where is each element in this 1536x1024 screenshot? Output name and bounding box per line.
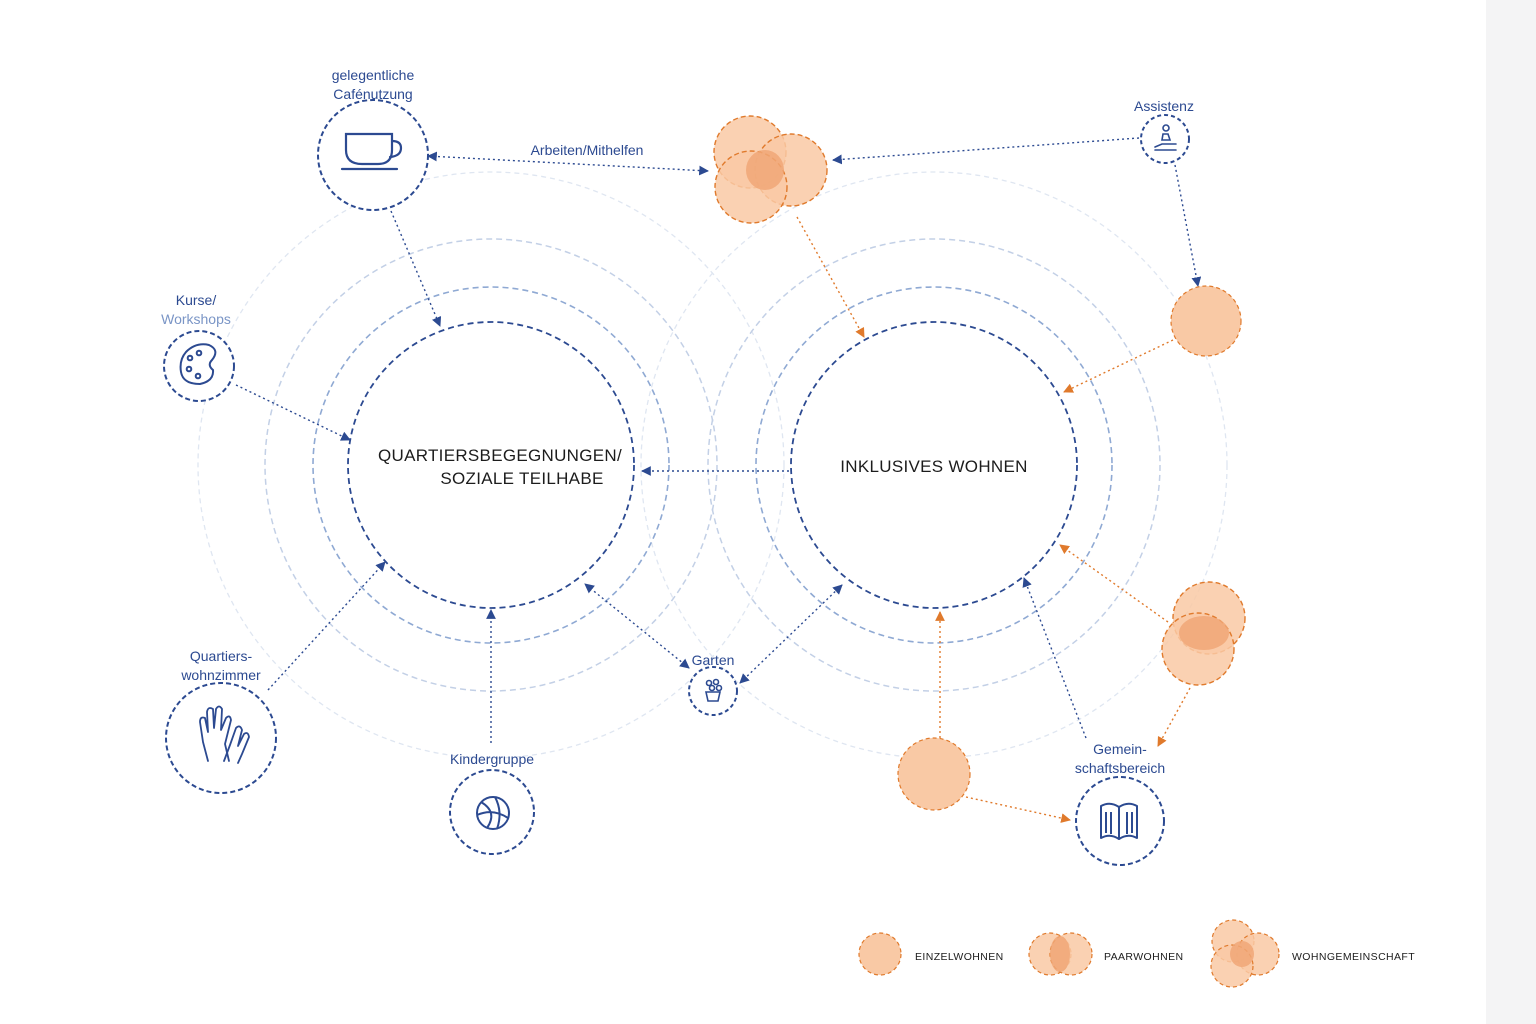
kurse-circle <box>163 330 235 402</box>
edge-cafe-housing <box>427 151 709 176</box>
node-assistenz: Assistenz <box>1134 98 1194 164</box>
blue-connections <box>235 137 1202 743</box>
cafe-circle <box>317 99 429 211</box>
paar-overlap <box>1179 616 1229 650</box>
right-ring-3 <box>755 286 1113 644</box>
left-hub-title-line2: SOZIALE TEILHABE <box>440 469 603 488</box>
legend-einzel-label: EINZELWOHNEN <box>915 951 1004 963</box>
right-hub-circle <box>790 321 1078 609</box>
open-book-icon <box>1100 802 1138 840</box>
kinder-label: Kindergruppe <box>450 751 534 767</box>
left-hub-circle <box>347 321 635 609</box>
right-ring-2 <box>707 238 1161 692</box>
right-hub-title: INKLUSIVES WOHNEN <box>840 457 1027 476</box>
quartier-label-line2: wohnzimmer <box>180 667 261 683</box>
quartier-circle <box>165 682 277 794</box>
left-ring-2 <box>264 238 718 692</box>
edge-wg-right-hub <box>796 216 865 338</box>
garten-label: Garten <box>692 652 735 668</box>
potted-plant-icon <box>705 678 723 702</box>
right-edge-strip <box>1486 0 1536 1024</box>
node-gemein: Gemein- schaftsbereich <box>1075 741 1165 866</box>
edge-quartier-left-hub <box>267 561 386 691</box>
left-ring-3 <box>312 286 670 644</box>
edge-paar-right-hub <box>1059 544 1169 623</box>
edge-einzel2-gemein <box>965 796 1071 823</box>
kurse-label-line2: Workshops <box>161 311 231 327</box>
coffee-cup-icon <box>340 132 403 171</box>
edge-assistenz-housing <box>832 137 1140 165</box>
edge-garten-right-hub <box>739 584 843 684</box>
housing-einzel-2 <box>897 737 971 811</box>
legend-paar-swatch <box>1028 932 1093 976</box>
gemein-label-line1: Gemein- <box>1093 741 1147 757</box>
quartier-label-line1: Quartiers- <box>190 648 253 664</box>
edge-einzel-right-hub <box>1063 339 1174 393</box>
node-quartier: Quartiers- wohnzimmer <box>165 648 277 794</box>
cafe-label-line2: Cafénutzung <box>333 86 412 102</box>
gemein-label-line2: schaftsbereich <box>1075 760 1165 776</box>
ball-icon <box>476 796 510 830</box>
assistenz-label: Assistenz <box>1134 98 1194 114</box>
legend-wg-label: WOHNGEMEINSCHAFT <box>1292 951 1415 963</box>
high-five-hands-icon <box>199 705 250 764</box>
node-garten: Garten <box>688 652 738 716</box>
edge-cafe-left-hub <box>390 210 442 327</box>
edge-gemein-right-hub <box>1022 577 1087 739</box>
cafe-label-line1: gelegentliche <box>332 67 415 83</box>
housing-wg-cluster <box>713 115 828 224</box>
helping-hand-icon <box>1154 124 1177 151</box>
edge-paar-gemein <box>1157 687 1191 747</box>
left-hub-title-line1: QUARTIERSBEGEGNUNGEN/ <box>378 446 622 465</box>
arbeiten-label: Arbeiten/Mithelfen <box>531 142 644 158</box>
orange-connections <box>796 216 1191 823</box>
node-kurse: Kurse/ Workshops <box>161 292 235 402</box>
housing-einzel-1 <box>1170 285 1242 357</box>
legend: EINZELWOHNEN PAARWOHNEN WOHNGEMEINSCHAFT <box>858 919 1415 988</box>
paint-palette-icon <box>179 343 217 386</box>
edge-garten-left-hub <box>584 583 690 669</box>
legend-einzel-swatch <box>858 932 902 976</box>
wg-overlap <box>746 150 784 190</box>
node-cafe: gelegentliche Cafénutzung <box>317 67 429 211</box>
edge-assistenz-einzel <box>1174 164 1202 287</box>
housing-paar-cluster <box>1161 581 1246 686</box>
legend-wg-swatch <box>1210 919 1280 988</box>
edge-kurse-left-hub <box>235 384 351 441</box>
node-kinder: Kindergruppe <box>449 751 535 855</box>
legend-paar-label: PAARWOHNEN <box>1104 951 1183 963</box>
assistenz-circle <box>1140 114 1190 164</box>
kurse-label-line1: Kurse/ <box>176 292 217 308</box>
